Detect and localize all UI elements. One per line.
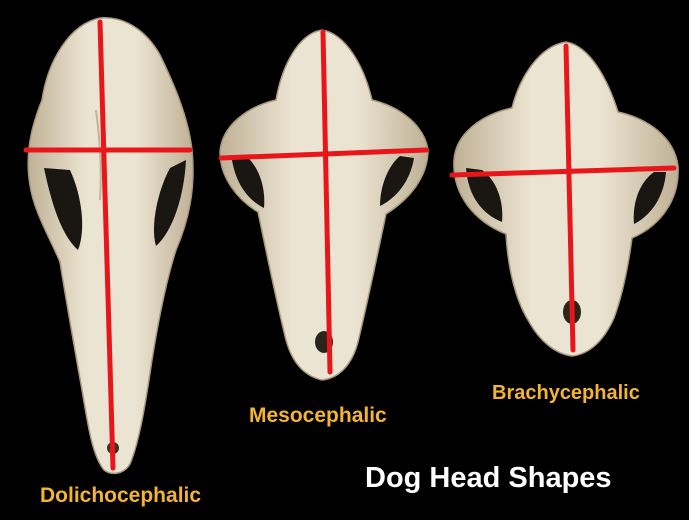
image-title: Dog Head Shapes	[365, 462, 612, 495]
brachycephalic-label: Brachycephalic	[492, 382, 640, 405]
mesocephalic-label: Mesocephalic	[249, 404, 387, 428]
dolichocephalic-label: Dolichocephalic	[40, 484, 201, 508]
